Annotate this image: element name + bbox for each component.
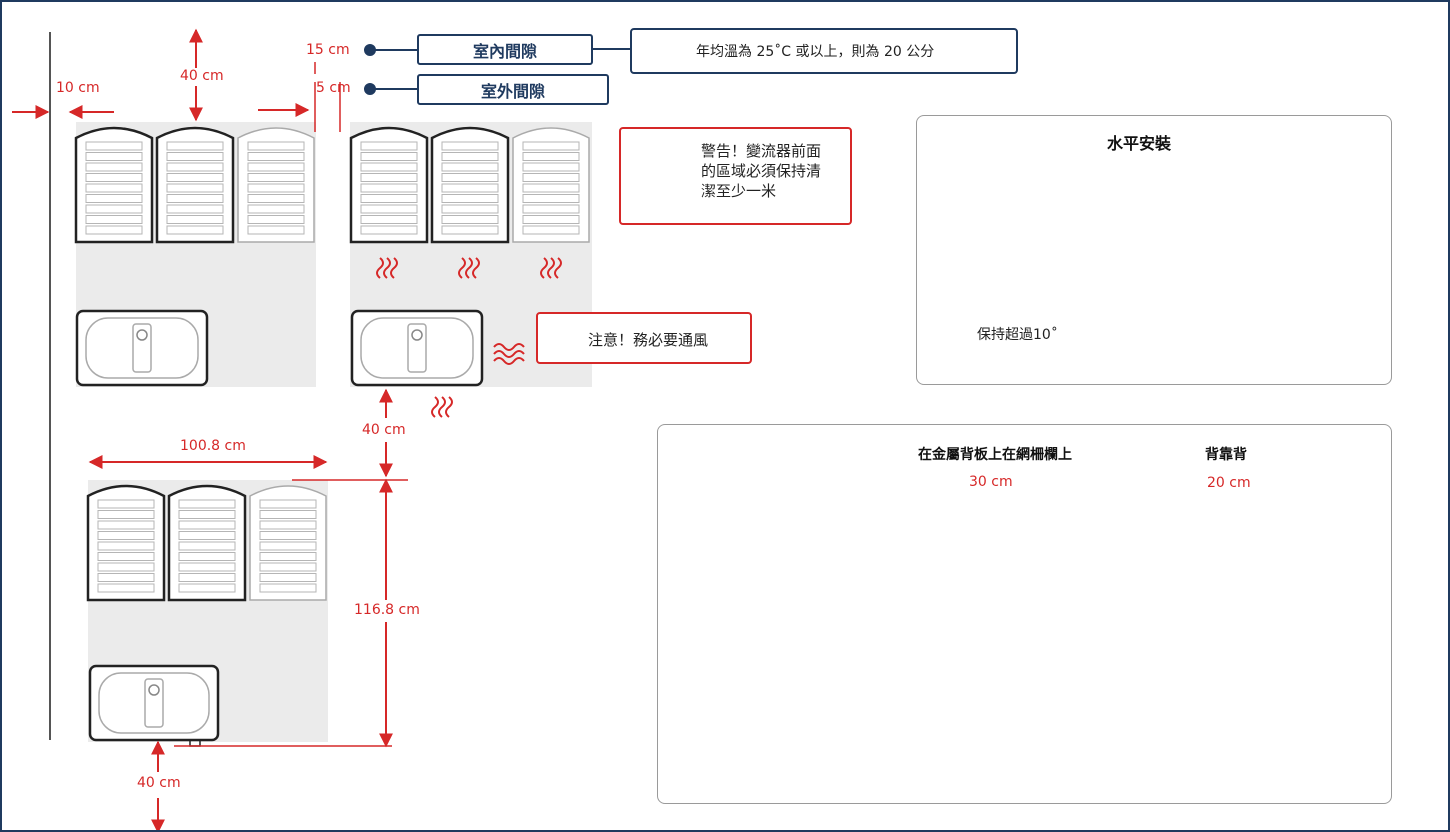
inverter-unit xyxy=(237,127,315,243)
mount-gap-label: 30 cm xyxy=(969,474,1013,490)
warning-text: 警告！變流器前面的區域必須保持清潔至少一米 xyxy=(701,142,822,200)
caution-box: 注意！務必要通風 xyxy=(536,312,752,364)
inverter-unit xyxy=(167,484,247,602)
caution-text: 注意！務必要通風 xyxy=(588,331,709,349)
inverter-unit xyxy=(155,126,235,244)
inverter-unit xyxy=(86,484,166,602)
back-gap-label: 20 cm xyxy=(1207,475,1251,491)
inverter-unit xyxy=(349,126,429,244)
bottom-gap-label: 40 cm xyxy=(137,775,181,791)
connection-unit xyxy=(88,664,220,747)
horizontal-install-panel xyxy=(916,115,1392,385)
inverter-unit xyxy=(512,127,590,243)
temperature-note: 年均溫為 25˚C 或以上，則為 20 公分 xyxy=(630,28,1018,74)
top-gap-label: 40 cm xyxy=(180,68,224,84)
outdoor-clearance-label: 室外間隙 xyxy=(417,74,609,105)
temperature-note-text: 年均溫為 25˚C 或以上，則為 20 公分 xyxy=(696,44,935,60)
wall-mount-panel xyxy=(657,424,1392,804)
connection-unit xyxy=(350,309,484,387)
outdoor-gap-label: 5 cm xyxy=(316,80,351,96)
mid-gap-label: 40 cm xyxy=(362,422,406,438)
back-to-back-title: 背靠背 xyxy=(1205,447,1247,463)
tilt-angle-label: 保持超過10˚ xyxy=(977,327,1058,343)
inverter-unit xyxy=(74,126,154,244)
indoor-gap-label: 15 cm xyxy=(306,42,350,58)
inverter-units xyxy=(74,126,590,602)
heat-wave-icons xyxy=(376,257,562,418)
height-dimension-label: 116.8 cm xyxy=(354,602,420,618)
inverter-unit xyxy=(249,485,327,601)
inverter-unit xyxy=(430,126,510,244)
indoor-clearance-label: 室內間隙 xyxy=(417,34,593,65)
horizontal-install-title: 水平安裝 xyxy=(1107,134,1172,153)
mount-surface-title: 在金屬背板上在網柵欄上 xyxy=(918,447,1072,463)
warning-box: 警告！變流器前面的區域必須保持清潔至少一米 xyxy=(619,127,852,225)
width-dimension-label: 100.8 cm xyxy=(180,438,246,454)
label-connectors xyxy=(364,44,630,95)
connection-unit xyxy=(75,309,209,387)
side-gap-label: 10 cm xyxy=(56,80,100,96)
